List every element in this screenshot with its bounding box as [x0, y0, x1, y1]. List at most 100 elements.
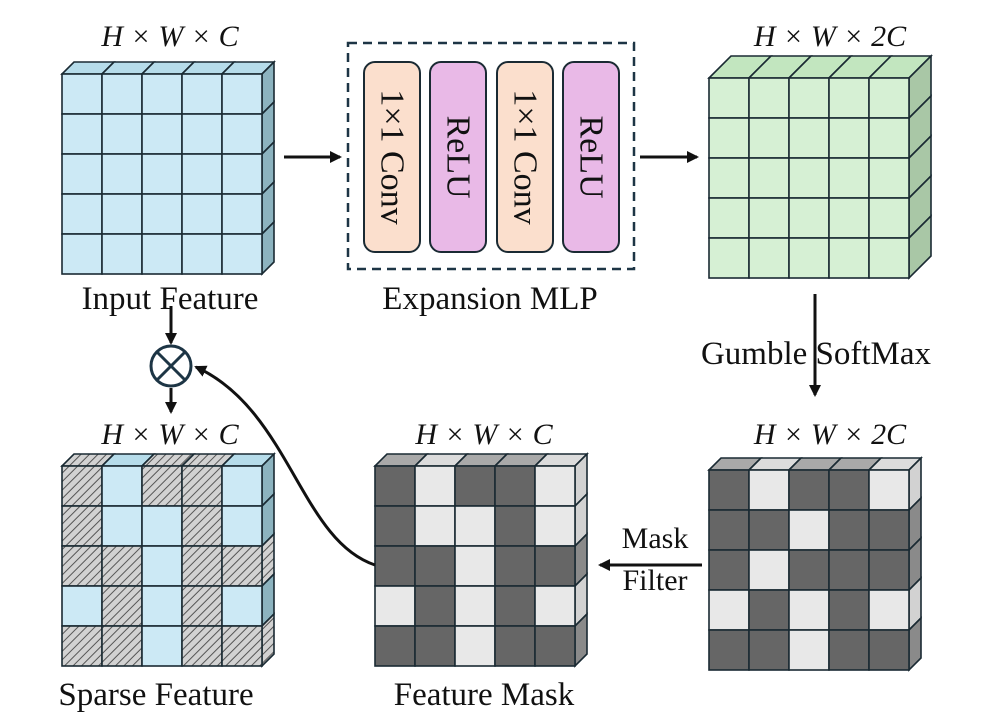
cube-cell	[454, 505, 496, 547]
cube-cell	[708, 509, 750, 551]
relu-layer-label: ReLU	[440, 115, 477, 198]
conv-layer-box	[496, 61, 554, 253]
cube-cell	[101, 585, 143, 627]
cube-cell	[141, 153, 183, 195]
cube-cell	[868, 237, 910, 279]
cube-cell	[61, 233, 103, 275]
cube-cell	[61, 113, 103, 155]
cube-cell	[101, 545, 143, 587]
cube-cell	[708, 549, 750, 591]
cube-cell	[221, 505, 263, 547]
cube-cell	[221, 113, 263, 155]
cube-cell	[748, 509, 790, 551]
cube-cell	[181, 153, 223, 195]
cube-cell	[141, 505, 183, 547]
sparse-dims-label: H × W × C	[100, 418, 239, 451]
cube-cell	[101, 233, 143, 275]
cube-cell	[788, 509, 830, 551]
cube-cell	[828, 237, 870, 279]
cube-cell	[181, 545, 223, 587]
multiply-operator	[149, 344, 193, 388]
cube-cell	[221, 545, 263, 587]
feature-mask-cube	[373, 452, 589, 668]
cube-cell	[454, 625, 496, 667]
input-title: Input Feature	[82, 281, 259, 317]
arrow-mask-to-multiply	[194, 365, 376, 567]
cube-cell	[181, 625, 223, 667]
cube-cell	[61, 193, 103, 235]
cube-cell	[534, 585, 576, 627]
conv-layer-box	[363, 61, 421, 253]
cube-cell	[868, 77, 910, 119]
cube-cell	[748, 549, 790, 591]
cube-cell	[221, 73, 263, 115]
cube-cell	[494, 585, 536, 627]
mlp-dashed-frame	[346, 41, 636, 271]
cube-cell	[748, 629, 790, 671]
cube-cell	[414, 505, 456, 547]
relu-layer-box	[429, 61, 487, 253]
cube-cell	[141, 585, 183, 627]
cube-cell	[414, 465, 456, 507]
cube-cell	[708, 157, 750, 199]
gumbel-out-dims-label: H × W × 2C	[753, 418, 907, 451]
relu-layer-label: ReLU	[573, 115, 610, 198]
cube-cell	[454, 545, 496, 587]
cube-cell	[788, 237, 830, 279]
cube-cell	[61, 625, 103, 667]
sparse-feature-title: Sparse Feature	[58, 677, 253, 713]
cube-cell	[788, 629, 830, 671]
cube-cell	[494, 545, 536, 587]
expanded-feature-cube	[707, 54, 933, 280]
cube-cell	[494, 505, 536, 547]
input-feature-cube	[60, 60, 276, 276]
cube-cell	[221, 625, 263, 667]
cube-cell	[454, 585, 496, 627]
cube-cell	[828, 629, 870, 671]
cube-cell	[748, 589, 790, 631]
cube-cell	[788, 589, 830, 631]
cube-cell	[534, 465, 576, 507]
cube-cell	[61, 153, 103, 195]
cube-cell	[788, 117, 830, 159]
cube-cell	[61, 73, 103, 115]
cube-cell	[141, 73, 183, 115]
cube-cell	[221, 233, 263, 275]
cube-cell	[748, 237, 790, 279]
cube-cell	[61, 545, 103, 587]
cube-cell	[181, 465, 223, 507]
cube-cell	[61, 505, 103, 547]
cube-cell	[101, 113, 143, 155]
cube-cell	[868, 589, 910, 631]
cube-cell	[828, 509, 870, 551]
cube-cell	[141, 113, 183, 155]
cube-cell	[868, 629, 910, 671]
cube-cell	[534, 625, 576, 667]
cube-cell	[828, 77, 870, 119]
cube-cell	[708, 469, 750, 511]
mask-filter-label-line1: Mask	[622, 522, 689, 555]
cube-cell	[221, 585, 263, 627]
cube-cell	[101, 73, 143, 115]
cube-cell	[101, 505, 143, 547]
cube-cell	[788, 77, 830, 119]
relu-layer-box	[562, 61, 620, 253]
cube-cell	[788, 197, 830, 239]
cube-cell	[708, 197, 750, 239]
input-dims-label: H × W × C	[100, 20, 239, 53]
cube-cell	[181, 585, 223, 627]
mask-dims-label: H × W × C	[414, 418, 553, 451]
cube-cell	[101, 153, 143, 195]
cube-cell	[374, 545, 416, 587]
cube-cell	[748, 197, 790, 239]
cube-cell	[374, 505, 416, 547]
cube-cell	[868, 157, 910, 199]
mask-filter-label-line2: Filter	[623, 564, 688, 597]
cube-cell	[868, 549, 910, 591]
cube-cell	[748, 157, 790, 199]
cube-cell	[374, 465, 416, 507]
cube-cell	[141, 193, 183, 235]
